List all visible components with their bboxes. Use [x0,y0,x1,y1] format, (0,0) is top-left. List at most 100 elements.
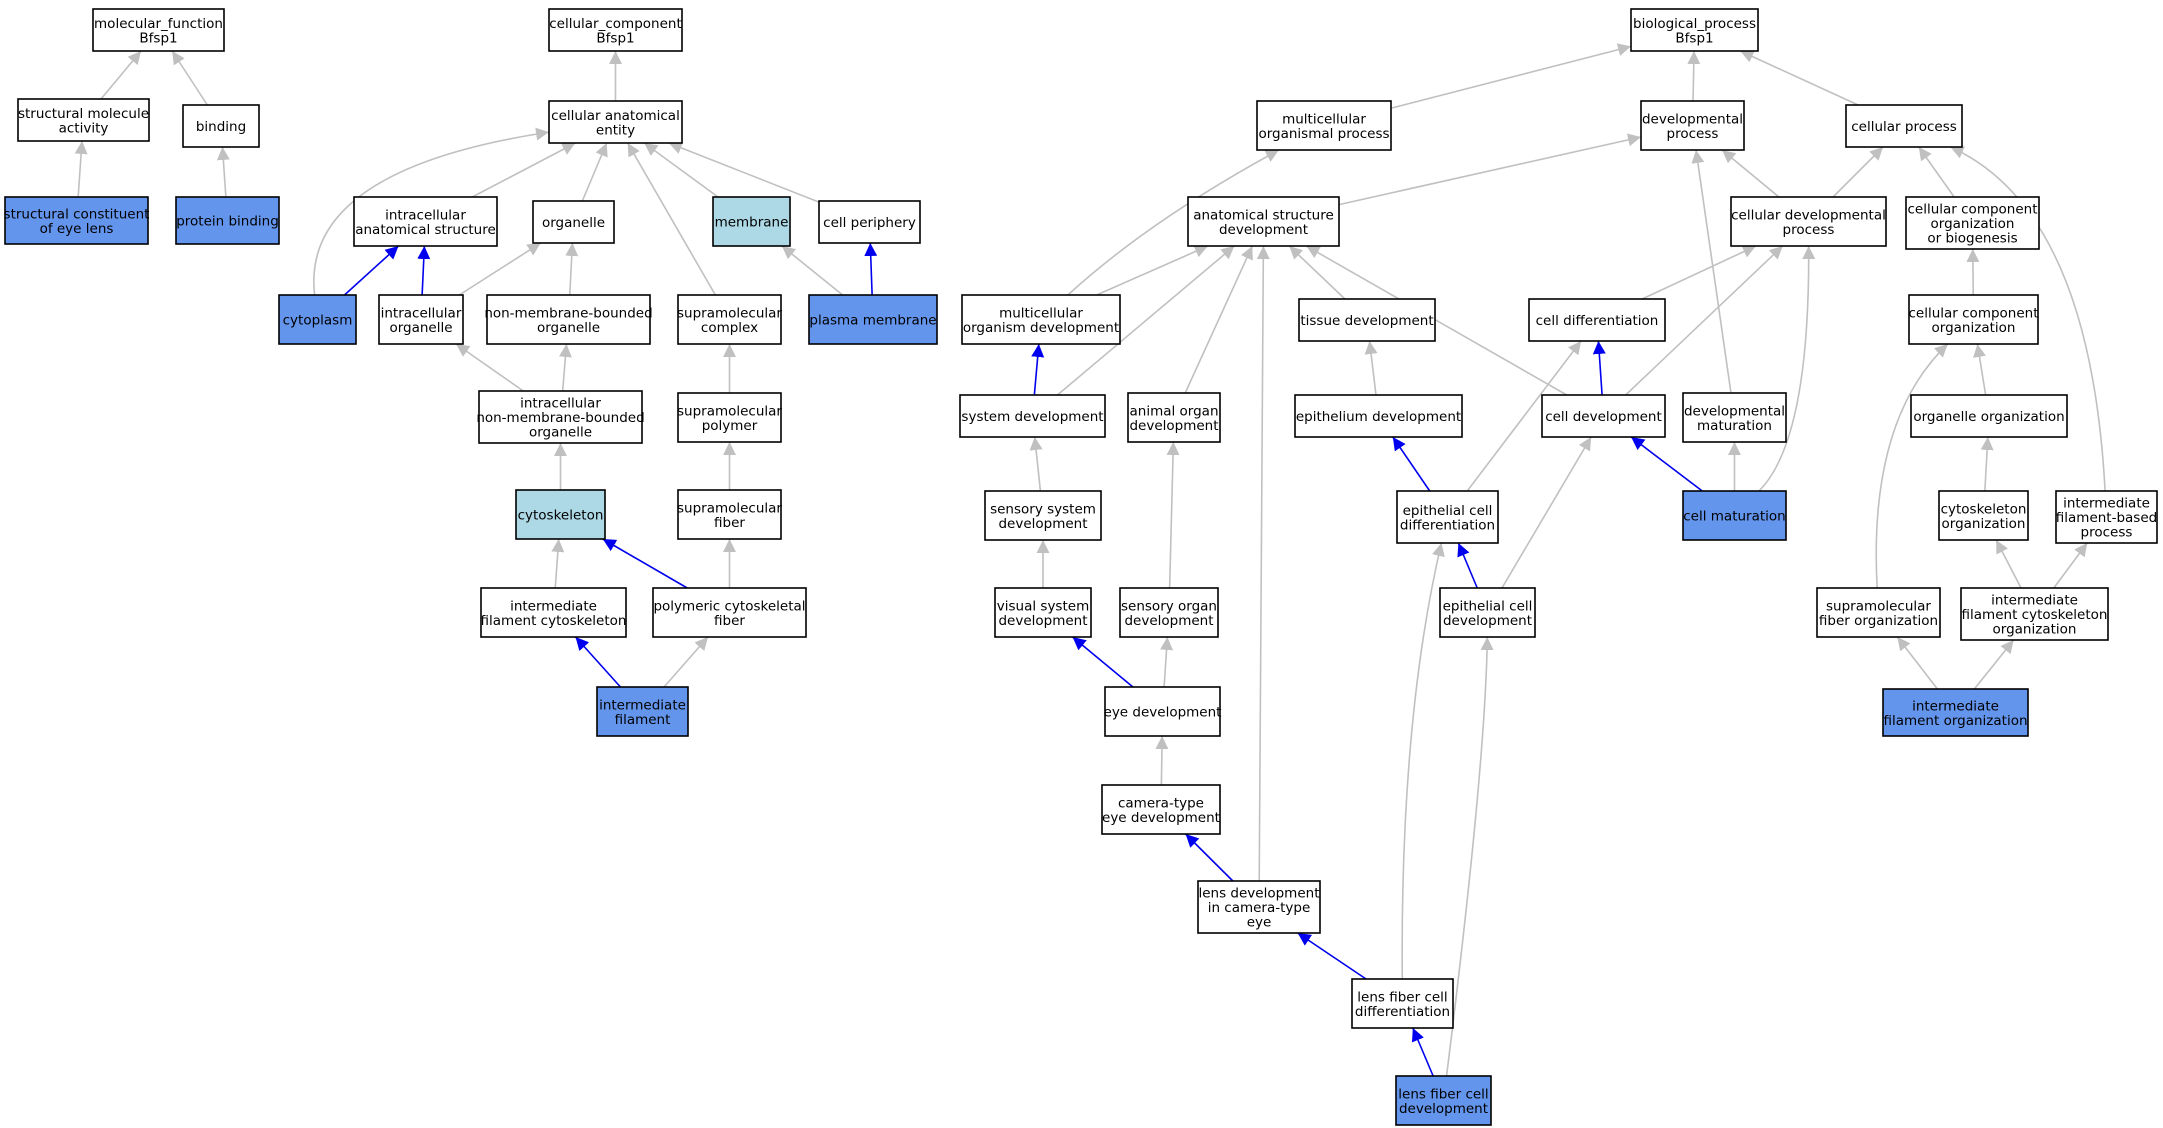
term-label-line: sensory organ [1121,598,1217,614]
term-node-celldiff[interactable]: cell differentiation [1528,298,1666,342]
edge-celldev-to-celldiff [1592,340,1606,396]
edge-smfo-to-cco [1875,343,1949,589]
term-box [278,294,357,345]
term-label-line: system development [961,409,1103,425]
term-node-pb[interactable]: protein binding [175,196,280,245]
term-label-line: eye [1247,915,1272,931]
term-label-line: sensory system [990,501,1096,517]
term-node-membrane[interactable]: membrane [712,196,791,247]
edge-celldev-to-cdp [1625,245,1784,396]
term-label-line: non-membrane-bounded [484,305,652,321]
term-box [548,100,683,144]
term-label-line: intermediate [1912,698,1999,714]
term-node-epidev[interactable]: epithelium development [1294,394,1463,438]
term-node-pm[interactable]: plasma membrane [808,294,938,345]
term-label-line: organelle [542,215,605,231]
edge-celldev-to-asd [1305,245,1568,396]
term-label-line: cellular_component [549,16,681,32]
term-box [175,196,280,245]
term-box [353,196,498,247]
term-box [4,196,149,245]
term-label-line: intermediate [2063,496,2150,512]
term-box [1640,100,1745,151]
term-node-cytoplasm[interactable]: cytoplasm [278,294,357,345]
edge-ifcso-to-ifbp [2053,542,2088,589]
edge-ifbp-to-cellp [1950,146,2106,492]
term-label-line: multicellular [999,305,1083,321]
term-node-cellmat[interactable]: cell maturation [1682,490,1787,541]
term-node-binding[interactable]: binding [182,104,260,148]
edge-orgorg-to-cco [1973,343,1987,396]
term-node-eyedev[interactable]: eye development [1104,686,1222,737]
term-box [984,490,1102,541]
term-node-sysdev[interactable]: system development [959,394,1106,438]
term-box [818,200,921,244]
term-box [480,587,627,638]
term-label-line: Bfsp1 [596,30,634,46]
edge-td-to-asd [1288,245,1346,300]
term-label-line: intermediate [510,598,597,614]
edge-cytoplasm-to-ias [343,245,400,296]
edge-if-to-ifc [574,636,622,688]
term-label-line: differentiation [1400,517,1495,533]
term-node-cytoskeleton[interactable]: cytoskeleton [515,489,606,540]
edge-nmbo-to-organelle [565,242,579,296]
term-label-line: plasma membrane [809,313,936,329]
term-label-line: organelle [537,320,600,336]
term-label-line: maturation [1697,418,1772,434]
term-node-orgorg[interactable]: organelle organization [1910,394,2068,438]
edge-pm-to-membrane [781,245,844,296]
term-label-line: cellular developmental [1731,207,1886,223]
term-node-td[interactable]: tissue development [1298,298,1436,342]
term-box [808,294,938,345]
term-label-line: development [998,516,1087,532]
term-node-organelle[interactable]: organelle [532,200,615,244]
term-node-cellp[interactable]: cellular process [1845,104,1963,148]
term-node-cellper[interactable]: cell periphery [818,200,921,244]
term-node-inmbo[interactable]: intracellularnon-membrane-boundedorganel… [476,390,645,444]
term-node-celldev[interactable]: cell development [1541,394,1666,438]
edge-lfcdev-to-lfcdiff [1411,1027,1434,1077]
term-label-line: filament cytoskeleton [481,613,627,629]
term-box [532,200,615,244]
